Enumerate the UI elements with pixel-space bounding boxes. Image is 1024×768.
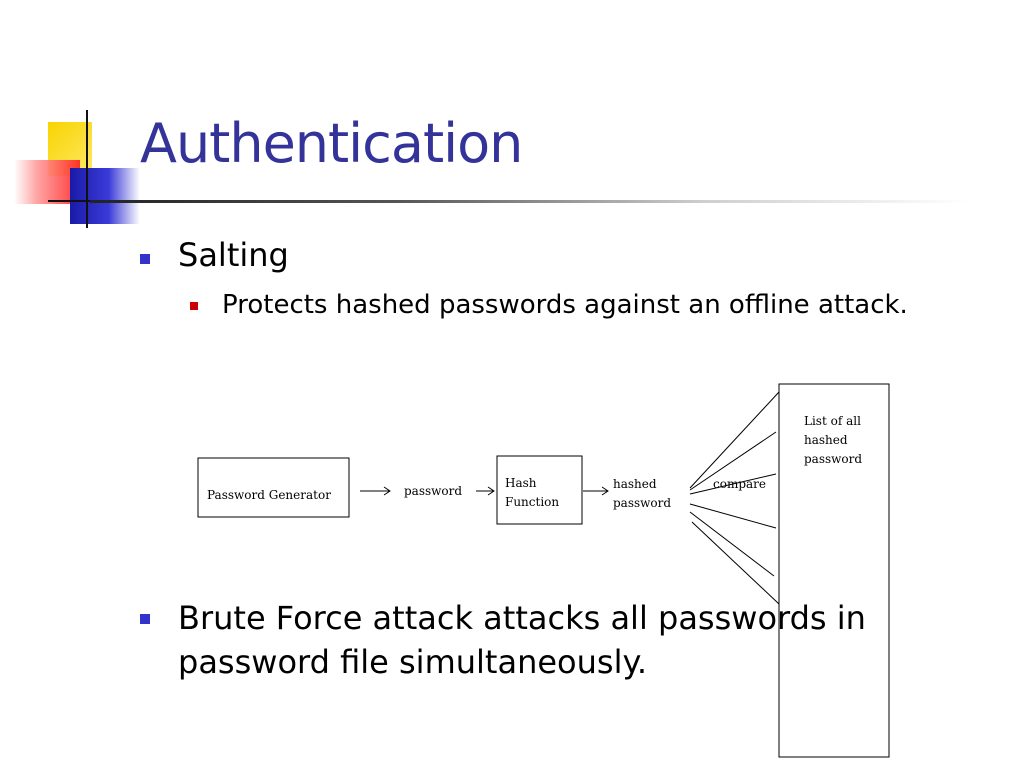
bullet-brute-force-text: Brute Force attack attacks all passwords…	[178, 599, 866, 681]
bullet-square-icon	[140, 614, 150, 624]
arrow-to-hashed-head	[601, 486, 609, 496]
logo-red-square	[14, 160, 80, 204]
password-generator-label: Password Generator	[207, 488, 331, 502]
bullet-square-icon	[140, 254, 150, 264]
hashed-label-line2: password	[613, 496, 671, 510]
password-generator-box	[197, 457, 350, 518]
hash-function-box	[496, 455, 583, 525]
logo-vertical-line	[86, 110, 88, 228]
title-underline	[90, 200, 970, 203]
logo-blue-square	[70, 168, 140, 224]
list-label-line3: password	[804, 452, 862, 466]
hash-label-line1: Hash	[505, 476, 537, 490]
sub-bullet-square-icon	[190, 302, 198, 310]
hashed-password-list-box	[778, 383, 890, 758]
compare-label: compare	[713, 477, 766, 491]
arrow-to-hash-head	[487, 486, 495, 496]
sub-bullet-protects-text: Protects hashed passwords against an off…	[222, 290, 908, 320]
password-label: password	[404, 484, 462, 498]
hash-label-line2: Function	[505, 495, 559, 509]
arrow-to-password-head	[383, 486, 391, 496]
decorative-logo	[0, 0, 140, 240]
compare-lines	[689, 391, 780, 605]
bullet-salting-text: Salting	[178, 236, 289, 274]
slide-title: Authentication	[140, 112, 523, 175]
list-label-line2: hashed	[804, 433, 848, 447]
list-label-line1: List of all	[804, 414, 861, 428]
hashed-label-line1: hashed	[613, 477, 657, 491]
